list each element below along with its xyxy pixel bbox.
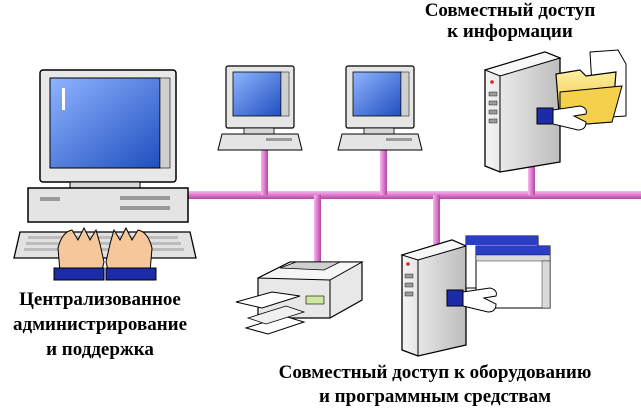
admin-workstation-icon [13,69,197,281]
window-icon [465,235,551,309]
client-workstation-icon-2 [337,65,423,151]
client-workstation-icon-1 [217,65,303,151]
cable-drop-app-server [433,195,440,245]
caption-central-admin-line-2: администрирование [12,314,188,335]
caption-central-admin: Централизованное администрирование и под… [2,287,198,362]
printer-icon [235,261,364,335]
cable-drop-printer [314,195,321,267]
caption-central-admin-line-1: Централизованное [19,289,181,310]
network-cables [185,150,641,267]
caption-central-admin-line-3: и поддержка [46,339,154,360]
caption-shared-information-line-2: к информации [447,21,573,42]
caption-shared-information: Совместный доступ к информации [400,0,620,42]
application-server-icon [400,239,468,357]
hand-icon [536,105,587,131]
network-bus [185,191,641,199]
hand-icon-2 [446,287,497,313]
caption-shared-hardware-line-1: Совместный доступ к оборудованию [278,362,592,383]
cable-drop-file-server [528,165,535,195]
cable-drop-client-2 [380,150,387,195]
caption-shared-hardware-line-2: и программным средствам [318,386,552,407]
caption-shared-information-line-1: Совместный доступ [424,0,596,21]
file-server-icon [483,51,562,173]
cable-drop-client-1 [261,150,268,195]
caption-shared-hardware: Совместный доступ к оборудованию и прогр… [240,361,630,409]
